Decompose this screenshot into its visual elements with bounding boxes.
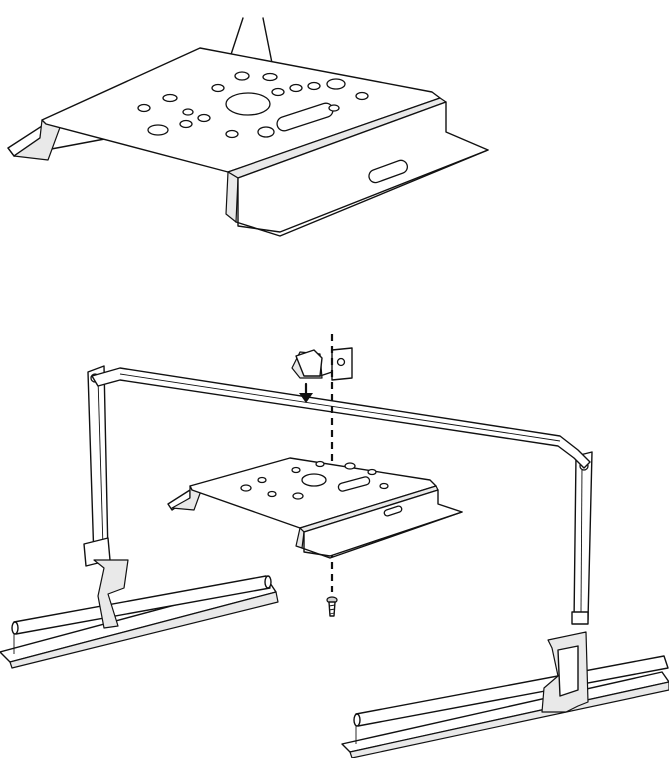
plate-hole bbox=[212, 85, 224, 92]
plate-hole bbox=[183, 109, 193, 115]
plate-hole bbox=[308, 83, 320, 90]
plate-hole bbox=[329, 105, 339, 111]
plate-hole bbox=[148, 125, 168, 135]
t-rail-left bbox=[0, 576, 278, 668]
t-rail-right bbox=[342, 656, 669, 758]
plate-hole bbox=[272, 89, 284, 96]
plate-center-hole bbox=[226, 93, 270, 115]
support-bar bbox=[92, 368, 590, 468]
plate-hole bbox=[198, 115, 210, 122]
adapter-plate-small bbox=[168, 458, 462, 558]
clip-bracket bbox=[292, 348, 352, 380]
adapter-plate-detail bbox=[8, 18, 488, 236]
ceiling-bracket-assembly bbox=[0, 334, 669, 758]
plate-hole bbox=[180, 121, 192, 128]
plate-hole bbox=[290, 85, 302, 92]
left-strap bbox=[84, 366, 128, 628]
plate-hole bbox=[258, 127, 274, 137]
plate-hole bbox=[138, 105, 150, 112]
plate-hole bbox=[226, 131, 238, 138]
right-strap bbox=[542, 452, 592, 712]
mounting-screw bbox=[327, 597, 337, 616]
plate-hole bbox=[263, 74, 277, 81]
plate-front-wall bbox=[226, 172, 238, 222]
plate-hole bbox=[327, 79, 345, 89]
plate-hole bbox=[356, 93, 368, 100]
plate-hole bbox=[235, 72, 249, 80]
plate-hole bbox=[163, 95, 177, 102]
